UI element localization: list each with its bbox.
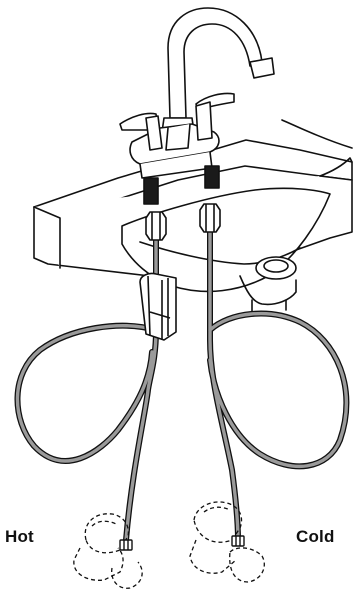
hot-label: Hot bbox=[5, 527, 34, 547]
hot-valve-nut bbox=[120, 540, 132, 550]
hot-supply-hose bbox=[17, 236, 156, 540]
cold-label: Cold bbox=[296, 527, 335, 547]
hot-shank bbox=[144, 178, 158, 204]
hot-coupling-nut bbox=[146, 212, 166, 240]
cold-shank bbox=[205, 166, 219, 188]
hose-clip bbox=[140, 273, 176, 340]
hot-shutoff-valve bbox=[74, 514, 142, 588]
cold-coupling-nut bbox=[200, 204, 220, 232]
cold-shutoff-valve bbox=[190, 502, 264, 582]
cold-valve-nut bbox=[232, 536, 244, 546]
